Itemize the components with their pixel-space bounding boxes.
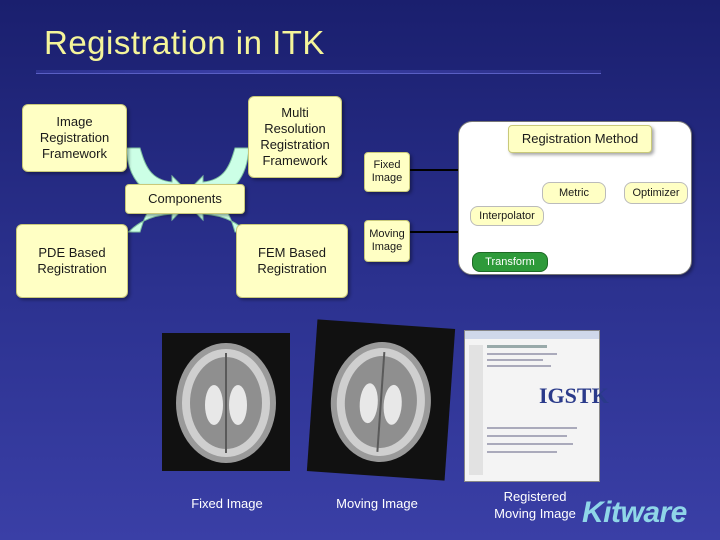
framework-box: Image Registration Framework (22, 104, 127, 172)
igstk-logo: IGSTK (539, 383, 609, 408)
moving-image-caption: Moving Image (336, 496, 418, 511)
pde-box: PDE Based Registration (16, 224, 128, 298)
page-title: Registration in ITK (44, 24, 325, 61)
fixed-image-caption: Fixed Image (191, 496, 263, 511)
website-screenshot: IGSTK (464, 330, 609, 482)
kitware-logo: Kitware (582, 496, 687, 529)
multires-label: Multi Resolution Registration Framework (260, 105, 330, 168)
components-label: Components (148, 191, 222, 206)
brain-icon (330, 342, 431, 462)
fixed-image-label: Fixed Image (371, 159, 403, 184)
interpolator-pill: Interpolator (470, 206, 544, 226)
brain-icon (176, 343, 276, 463)
components-box: Components (125, 184, 245, 214)
fem-box: FEM Based Registration (236, 224, 348, 298)
transform-pill: Transform (472, 252, 548, 272)
registered-caption-line2: Moving Image (494, 506, 576, 521)
registration-method-title: Registration Method (508, 125, 652, 153)
fem-label: FEM Based Registration (257, 245, 327, 276)
multires-box: Multi Resolution Registration Framework (248, 96, 342, 178)
title-divider (36, 70, 601, 73)
moving-brain-image (306, 319, 456, 481)
registered-caption-line1: Registered (503, 489, 567, 504)
moving-image-label: Moving Image (369, 228, 405, 253)
framework-label: Image Registration Framework (39, 114, 110, 161)
metric-pill: Metric (542, 182, 606, 204)
optimizer-pill: Optimizer (624, 182, 688, 204)
fixed-image-box: Fixed Image (364, 152, 410, 192)
pde-label: PDE Based Registration (37, 245, 107, 276)
moving-image-box: Moving Image (364, 220, 410, 262)
fixed-brain-image (162, 333, 290, 471)
